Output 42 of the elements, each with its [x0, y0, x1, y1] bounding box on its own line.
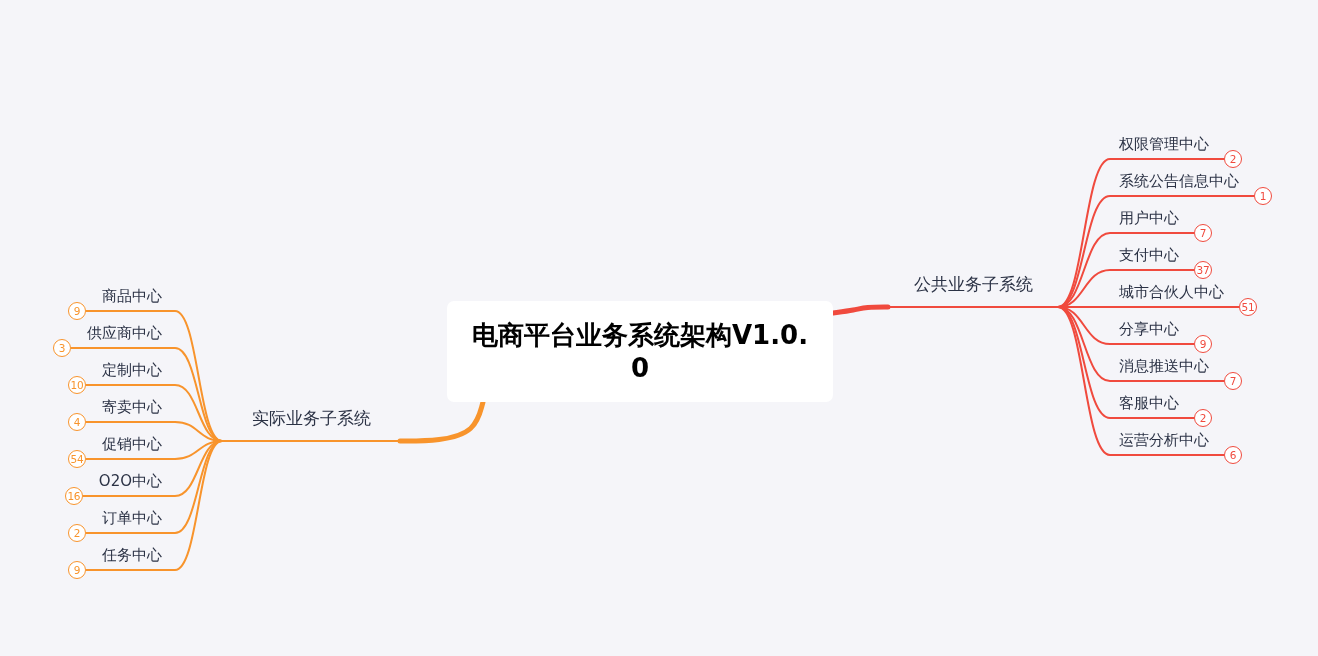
topic-label: 支付中心	[1110, 241, 1194, 271]
topic-label: 消息推送中心	[1110, 352, 1224, 382]
count-badge: 4	[68, 413, 86, 431]
connector-line	[174, 440, 223, 571]
count-badge: 9	[1194, 335, 1212, 353]
count-badge: 2	[68, 524, 86, 542]
branch-topic: 公共业务子系统	[888, 262, 1058, 308]
count-badge: 3	[53, 339, 71, 357]
connector-line	[174, 347, 223, 442]
topic-label: 用户中心	[1110, 204, 1194, 234]
connector-line	[1057, 306, 1111, 456]
topic-label: 任务中心	[86, 541, 175, 571]
topic-label: 城市合伙人中心	[1110, 278, 1239, 308]
topic-label: 客服中心	[1110, 389, 1194, 419]
count-badge: 2	[1194, 409, 1212, 427]
topic-label: 权限管理中心	[1110, 130, 1224, 160]
count-badge: 1	[1254, 187, 1272, 205]
count-badge: 10	[68, 376, 86, 394]
count-badge: 6	[1224, 446, 1242, 464]
topic-label: 系统公告信息中心	[1110, 167, 1254, 197]
count-badge: 7	[1194, 224, 1212, 242]
topic-label: 寄卖中心	[86, 393, 175, 423]
topic-label: 供应商中心	[71, 319, 175, 349]
count-badge: 37	[1194, 261, 1212, 279]
topic-label: O2O中心	[82, 467, 175, 497]
topic-label: 分享中心	[1110, 315, 1194, 345]
connector-line	[397, 399, 486, 444]
topic-label: 促销中心	[86, 430, 175, 460]
count-badge: 9	[68, 302, 86, 320]
topic-label: 定制中心	[86, 356, 175, 386]
connector-line	[1057, 158, 1111, 308]
topic-label: 商品中心	[86, 282, 175, 312]
branch-topic: 实际业务子系统	[222, 396, 400, 442]
count-badge: 51	[1239, 298, 1257, 316]
count-badge: 2	[1224, 150, 1242, 168]
count-badge: 16	[64, 487, 83, 505]
count-badge: 9	[68, 561, 86, 579]
topic-label: 运营分析中心	[1110, 426, 1224, 456]
count-badge: 54	[68, 450, 86, 468]
central-topic-box: 电商平台业务系统架构V1.0.0	[447, 301, 833, 402]
topic-label: 订单中心	[86, 504, 175, 534]
count-badge: 7	[1224, 372, 1242, 390]
